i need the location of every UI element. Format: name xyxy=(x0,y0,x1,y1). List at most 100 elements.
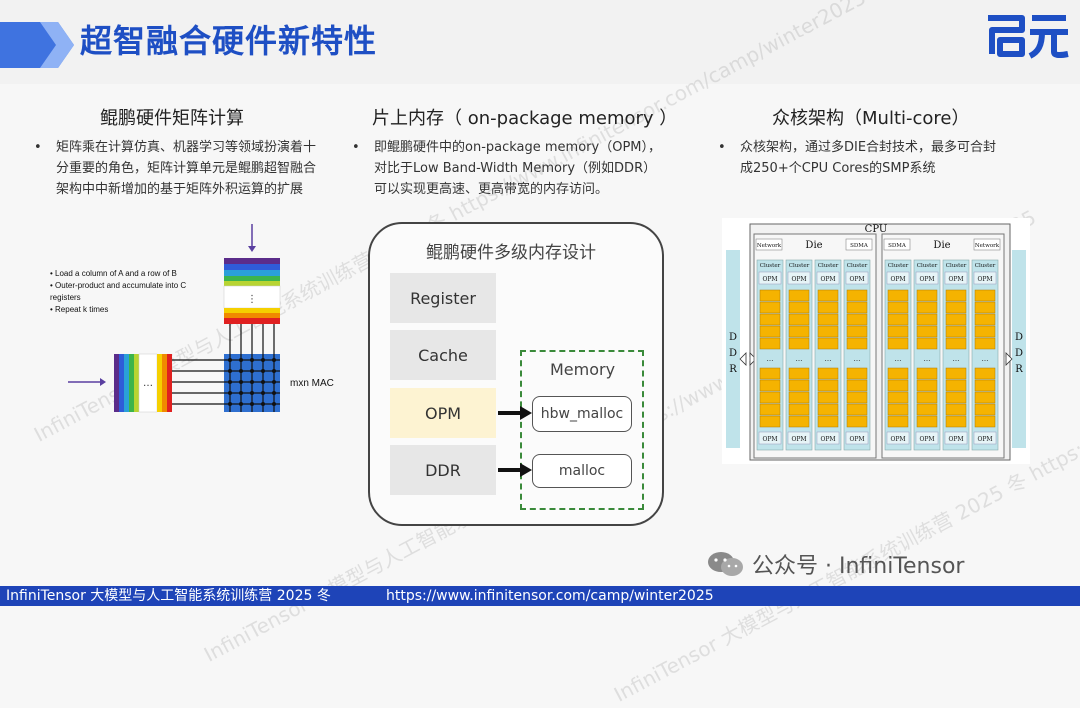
core-cell xyxy=(759,379,781,392)
core-cell xyxy=(945,391,967,404)
row-b-stripes xyxy=(223,258,281,324)
ellipsis-label: … xyxy=(982,355,989,363)
die-badge-text: SDMA xyxy=(888,243,907,249)
footer-bar: InfiniTensor 大模型与人工智能系统训练营 2025 冬 https:… xyxy=(0,586,1080,606)
column-a-stripes xyxy=(114,353,172,413)
core-cell xyxy=(817,391,839,404)
level-opm: OPM xyxy=(390,388,496,438)
core-cell xyxy=(916,367,938,380)
core-cell xyxy=(887,289,909,302)
opm-label: OPM xyxy=(791,276,806,283)
core-cell xyxy=(974,391,996,404)
core-cell xyxy=(788,379,810,392)
die-badge xyxy=(973,238,1001,251)
core-cell xyxy=(817,325,839,338)
cluster-label: Cluster xyxy=(789,263,810,269)
bullet-line: 架构中中新增加的基于矩阵外积运算的扩展 xyxy=(56,182,304,197)
ddr-letter: R xyxy=(729,364,737,375)
core-cell xyxy=(916,337,938,350)
bullet-line: 可以实现更高速、更高带宽的内存访问。 xyxy=(374,182,609,197)
opm-label: OPM xyxy=(948,436,963,443)
mac-grid xyxy=(172,324,280,412)
core-cell xyxy=(817,289,839,302)
core-cell xyxy=(887,391,909,404)
opm-label: OPM xyxy=(820,276,835,283)
diagram-note: • Load a column of A and a row of B xyxy=(50,269,177,278)
core-cell xyxy=(974,337,996,350)
core-cell xyxy=(916,289,938,302)
title-bar: 超智融合硬件新特性 xyxy=(0,0,1080,84)
cpu-label: CPU xyxy=(865,224,888,235)
core-cell xyxy=(887,337,909,350)
slide-title: 超智融合硬件新特性 xyxy=(80,22,378,60)
core-cell xyxy=(974,313,996,326)
memory-title: Memory xyxy=(550,360,616,379)
core-cell xyxy=(817,379,839,392)
core-cell xyxy=(945,289,967,302)
core-cell xyxy=(974,403,996,416)
core-cell xyxy=(759,325,781,338)
opm-label: OPM xyxy=(977,276,992,283)
opm-cell xyxy=(944,431,968,445)
opm-heading: 片上内存（ on-package memory ） xyxy=(372,108,678,129)
ellipsis-label: … xyxy=(796,355,803,363)
opm-label: OPM xyxy=(919,436,934,443)
die-badge-text: SDMA xyxy=(850,243,869,249)
opm-label: OPM xyxy=(762,276,777,283)
core-cell xyxy=(846,337,868,350)
core-cell xyxy=(846,415,868,428)
ellipsis-label: … xyxy=(767,355,774,363)
core-cell xyxy=(817,313,839,326)
cluster-label: Cluster xyxy=(818,263,839,269)
wechat-account: 公众号 · InfiniTensor xyxy=(706,548,964,580)
bullet-dot: • xyxy=(718,140,726,155)
core-cell xyxy=(846,391,868,404)
die-badge xyxy=(883,238,911,251)
ddr-bar-left xyxy=(726,250,740,448)
core-cell xyxy=(887,367,909,380)
core-cell xyxy=(846,367,868,380)
core-cell xyxy=(945,367,967,380)
core-cell xyxy=(887,379,909,392)
bullet-line: 即鲲鹏硬件中的on-package memory（OPM）， xyxy=(374,140,662,155)
arrow-right-icon xyxy=(749,352,757,366)
core-cell xyxy=(846,301,868,314)
core-cell xyxy=(846,325,868,338)
cluster-label: Cluster xyxy=(847,263,868,269)
opm-label: OPM xyxy=(849,436,864,443)
ddr-letter: D xyxy=(1015,332,1023,343)
core-cell xyxy=(846,403,868,416)
core-cell xyxy=(759,367,781,380)
core-cell xyxy=(817,415,839,428)
arrow-down-icon xyxy=(248,246,256,252)
opm-label: OPM xyxy=(791,436,806,443)
level-register: Register xyxy=(390,273,496,323)
core-cell xyxy=(788,391,810,404)
core-cell xyxy=(945,403,967,416)
opm-arrows xyxy=(498,406,532,477)
core-cell xyxy=(788,289,810,302)
opm-cell xyxy=(787,431,811,445)
core-cell xyxy=(846,379,868,392)
core-cell xyxy=(916,325,938,338)
opm-cell xyxy=(758,271,782,285)
core-cell xyxy=(974,415,996,428)
footer-url[interactable]: https://www.infinitensor.com/camp/winter… xyxy=(386,588,714,604)
footer-camp-name: InfiniTensor 大模型与人工智能系统训练营 2025 冬 xyxy=(6,588,331,604)
ellipsis-label: … xyxy=(854,355,861,363)
cluster-label: Cluster xyxy=(888,263,909,269)
opm-cell xyxy=(758,431,782,445)
opm-cell xyxy=(886,271,910,285)
outer-product-diagram: • Load a column of A and a row of B • Ou… xyxy=(50,224,334,413)
core-cell xyxy=(916,403,938,416)
arrow-left-icon xyxy=(739,352,747,366)
opm-cell xyxy=(886,431,910,445)
core-cell xyxy=(945,313,967,326)
core-cell xyxy=(974,367,996,380)
die-label: Die xyxy=(805,240,822,251)
core-cell xyxy=(887,325,909,338)
ddr-letter: D xyxy=(1015,348,1023,359)
core-cell xyxy=(817,301,839,314)
cluster-label: Cluster xyxy=(946,263,967,269)
core-cell xyxy=(788,403,810,416)
